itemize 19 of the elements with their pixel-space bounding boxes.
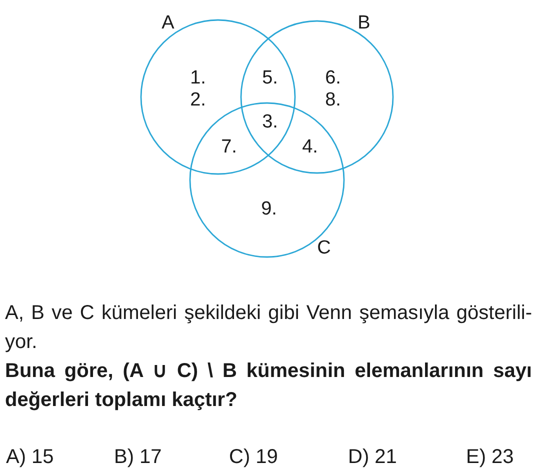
element-number: 4. xyxy=(302,138,318,156)
element-number: 8. xyxy=(325,90,341,110)
element-number: 3. xyxy=(262,112,278,132)
element-number: 5. xyxy=(262,68,278,88)
element-number: 7. xyxy=(221,138,237,156)
answer-option: C) 19 xyxy=(229,446,278,468)
set-label: B xyxy=(358,14,370,32)
element-number: 2. xyxy=(190,90,206,110)
question-text: A, B ve C kümeleri şekildeki gibi Venn şemasıyla gösterili-yor. xyxy=(5,301,532,355)
element-number: 6. xyxy=(325,68,341,88)
answer-option: E) 23 xyxy=(466,446,514,468)
answer-option: B) 17 xyxy=(114,446,162,468)
answer-option: D) 21 xyxy=(348,446,397,468)
element-number: 9. xyxy=(261,200,277,218)
question-prompt: Buna göre, (A ∪ C) \ B kümesinin elemanlarının sayı değerleri toplamı kaçtır? xyxy=(5,359,532,413)
element-number: 1. xyxy=(190,68,206,88)
set-label: A xyxy=(162,14,174,32)
set-label: C xyxy=(317,238,331,258)
answer-option: A) 15 xyxy=(6,446,54,468)
